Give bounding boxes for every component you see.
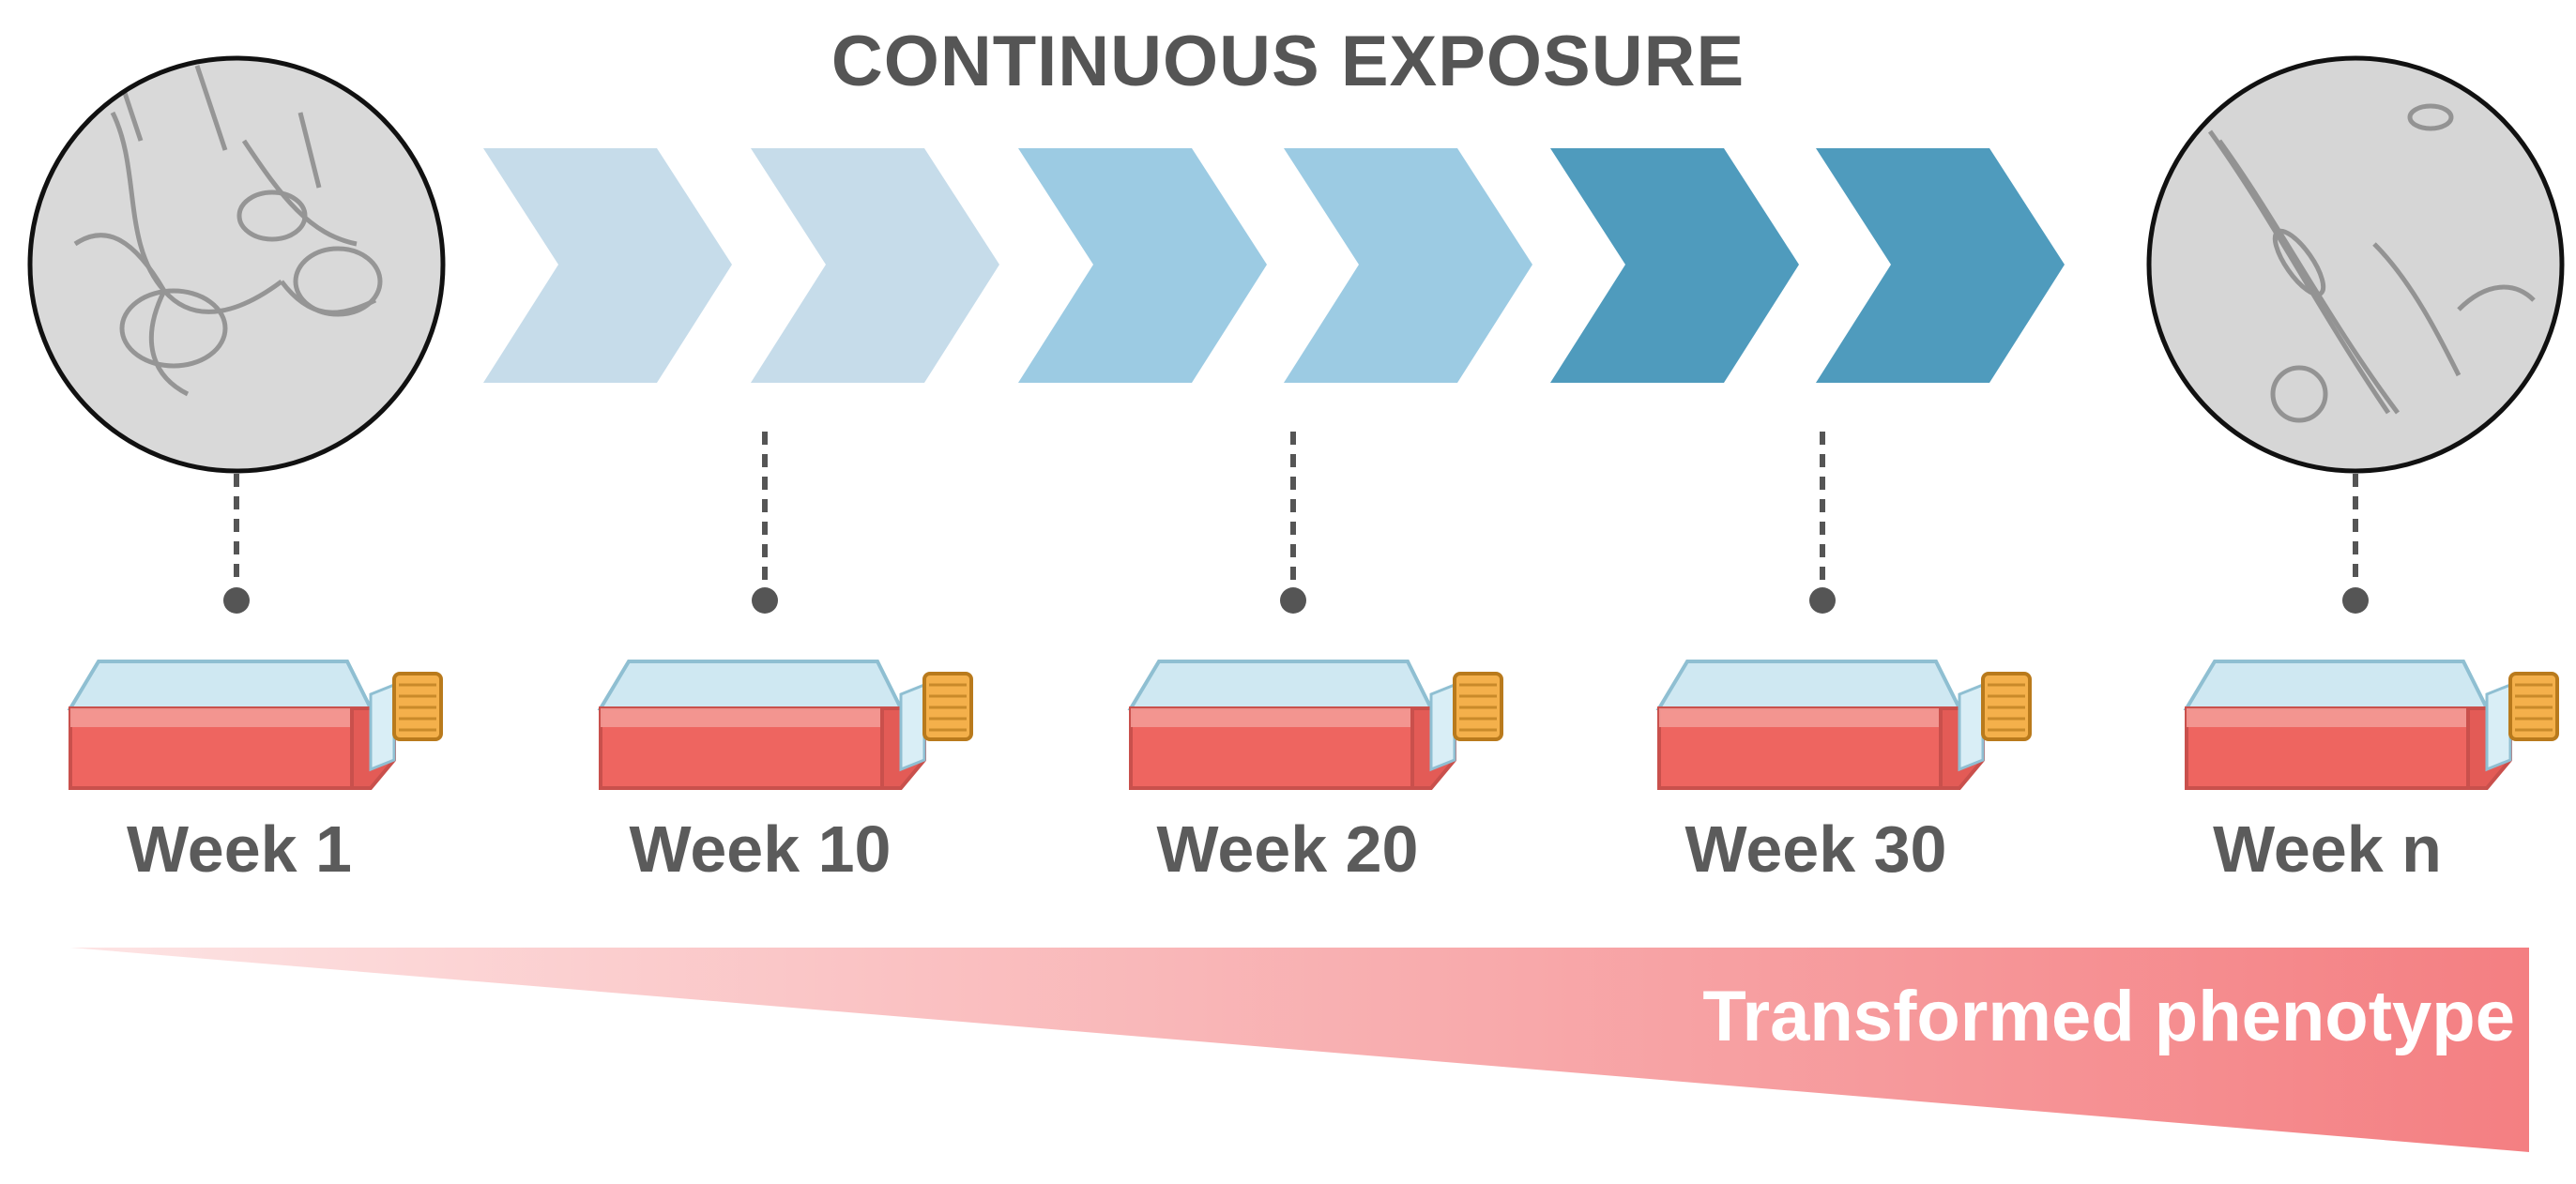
- culture-flask-icon: [2183, 660, 2559, 790]
- week-label-20: Week 20: [1156, 812, 1419, 886]
- timepoint-connector-1: [223, 474, 250, 614]
- exposure-chevron-arrow-4: [1284, 148, 1532, 383]
- exposure-chevron-arrow-6: [1816, 148, 2065, 383]
- week-label-10: Week 10: [629, 812, 892, 886]
- clustered-cells-micrograph-icon: [27, 55, 446, 474]
- week-label-30: Week 30: [1684, 812, 1947, 886]
- diagram-title: CONTINUOUS EXPOSURE: [831, 22, 1745, 101]
- exposure-chevron-arrow-5: [1550, 148, 1799, 383]
- culture-flask-icon: [67, 660, 443, 790]
- exposure-chevron-arrow-2: [751, 148, 999, 383]
- transformed-phenotype-gradient-wedge: [70, 948, 2529, 1152]
- timepoint-connector-2: [752, 432, 778, 614]
- elongated-cells-micrograph-icon: [2146, 55, 2565, 474]
- timepoint-connector-3: [1280, 432, 1306, 614]
- transformed-phenotype-label: Transformed phenotype: [1702, 977, 2515, 1056]
- culture-flask-icon: [1655, 660, 2032, 790]
- week-label-1: Week 1: [127, 812, 352, 886]
- exposure-chevron-arrow-1: [483, 148, 732, 383]
- exposure-chevron-arrow-3: [1018, 148, 1267, 383]
- timepoint-connector-5: [2342, 474, 2369, 614]
- week-label-n: Week n: [2213, 812, 2442, 886]
- timepoint-connector-4: [1809, 432, 1836, 614]
- culture-flask-icon: [1127, 660, 1503, 790]
- culture-flask-icon: [597, 660, 973, 790]
